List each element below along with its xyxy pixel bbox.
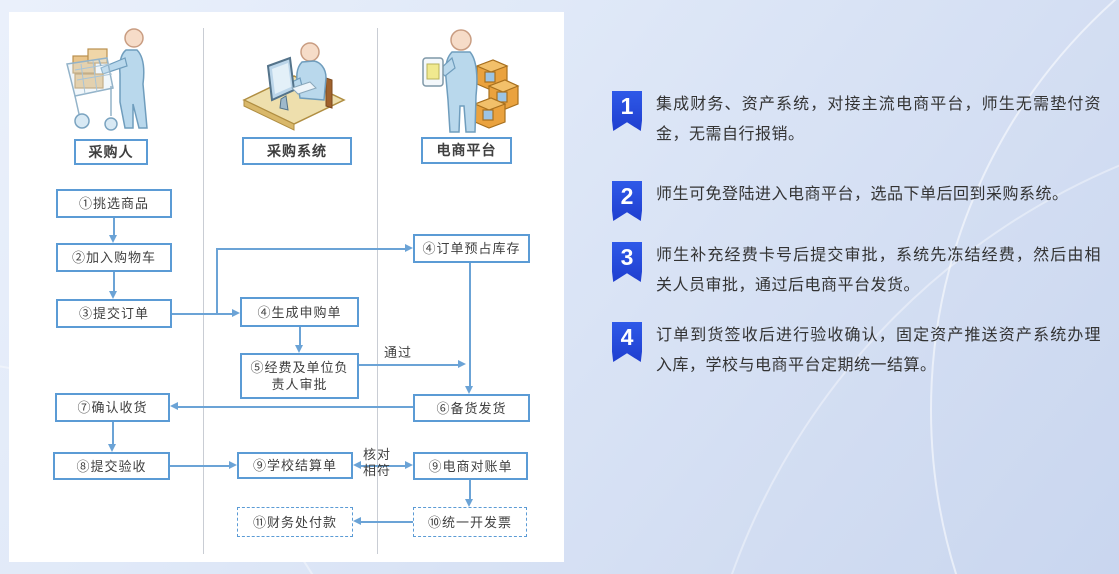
arrowhead-down-icon [108, 444, 116, 452]
arrowhead-left-icon [353, 517, 361, 525]
flow-box-approval: ⑤经费及单位负责人审批 [240, 353, 359, 399]
lane-divider [203, 28, 204, 554]
arrowhead-down-icon [295, 345, 303, 353]
arrowhead-right-icon [405, 244, 413, 252]
number-badge-icon: 3 [612, 242, 642, 282]
arrow-line [361, 521, 413, 523]
arrowhead-down-icon [465, 499, 473, 507]
flow-box-ecom-statement: ⑨电商对账单 [413, 452, 528, 480]
note-text: 订单到货签收后进行验收确认，固定资产推送资产系统办理入库，学校与电商平台定期统一… [656, 327, 1101, 374]
flow-box-ship-goods: ⑥备货发货 [413, 394, 530, 422]
arrow-line [178, 406, 413, 408]
number-badge-icon: 2 [612, 181, 642, 221]
lane-header-purchaser: 采购人 [74, 139, 148, 165]
flow-box-submit-order: ③提交订单 [56, 299, 172, 328]
arrowhead-down-icon [109, 291, 117, 299]
note-item-3: 3 师生补充经费卡号后提交审批，系统先冻结经费，然后由相关人员审批，通过后电商平… [612, 241, 1104, 301]
flow-box-generate-request: ④生成申购单 [240, 297, 359, 327]
arrowhead-down-icon [465, 386, 473, 394]
arrow-line [216, 249, 218, 314]
lane-header-procurement-system: 采购系统 [242, 137, 352, 165]
edge-label-pass: 通过 [384, 345, 413, 360]
flow-box-unified-invoice: ⑩统一开发票 [413, 507, 527, 537]
arrow-line [113, 218, 115, 236]
flow-box-submit-acceptance: ⑧提交验收 [53, 452, 170, 480]
edge-label-verify-line1: 核对 [362, 447, 391, 462]
note-item-4: 4 订单到货签收后进行验收确认，固定资产推送资产系统办理入库，学校与电商平台定期… [612, 321, 1104, 381]
note-text: 集成财务、资产系统，对接主流电商平台，师生无需垫付资金，无需自行报销。 [656, 96, 1101, 143]
edge-label-verify: 核对 相符 [357, 447, 397, 479]
arrow-line [216, 248, 405, 250]
lane-header-ecommerce-platform: 电商平台 [421, 137, 512, 164]
arrow-line [469, 263, 471, 386]
arrow-line [361, 465, 405, 467]
arrow-line [113, 272, 115, 291]
arrowhead-right-icon [229, 461, 237, 469]
arrow-line [170, 465, 229, 467]
flow-box-reserve-stock: ④订单预占库存 [413, 234, 530, 263]
arrow-line [172, 313, 232, 315]
lane-divider [377, 28, 378, 554]
arrow-line [112, 422, 114, 444]
purchaser-cart-icon [66, 28, 148, 131]
note-item-2: 2 师生可免登陆进入电商平台，选品下单后回到采购系统。 [612, 180, 1104, 221]
arrowhead-right-icon [232, 309, 240, 317]
note-text: 师生补充经费卡号后提交审批，系统先冻结经费，然后由相关人员审批，通过后电商平台发… [656, 247, 1101, 294]
arrowhead-down-icon [109, 235, 117, 243]
arrowhead-right-icon [458, 360, 466, 368]
ecommerce-platform-icon [422, 29, 520, 133]
arrow-line [469, 480, 471, 499]
flow-box-pick-goods: ①挑选商品 [56, 189, 172, 218]
arrowhead-right-icon [405, 461, 413, 469]
arrow-line [299, 327, 301, 345]
flow-box-school-statement: ⑨学校结算单 [237, 452, 353, 479]
note-text: 师生可免登陆进入电商平台，选品下单后回到采购系统。 [656, 186, 1069, 203]
number-badge-icon: 4 [612, 322, 642, 362]
number-badge-icon: 1 [612, 91, 642, 131]
flow-box-finance-payment: ⑪财务处付款 [237, 507, 353, 537]
note-item-1: 1 集成财务、资产系统，对接主流电商平台，师生无需垫付资金，无需自行报销。 [612, 90, 1104, 150]
arrowhead-left-icon [170, 402, 178, 410]
flow-box-add-to-cart: ②加入购物车 [56, 243, 172, 272]
edge-label-verify-line2: 相符 [362, 463, 391, 478]
flow-box-confirm-receipt: ⑦确认收货 [55, 393, 170, 422]
procurement-system-desk-icon [242, 42, 346, 131]
arrow-line [359, 364, 458, 366]
arrowhead-left-icon [353, 461, 361, 469]
